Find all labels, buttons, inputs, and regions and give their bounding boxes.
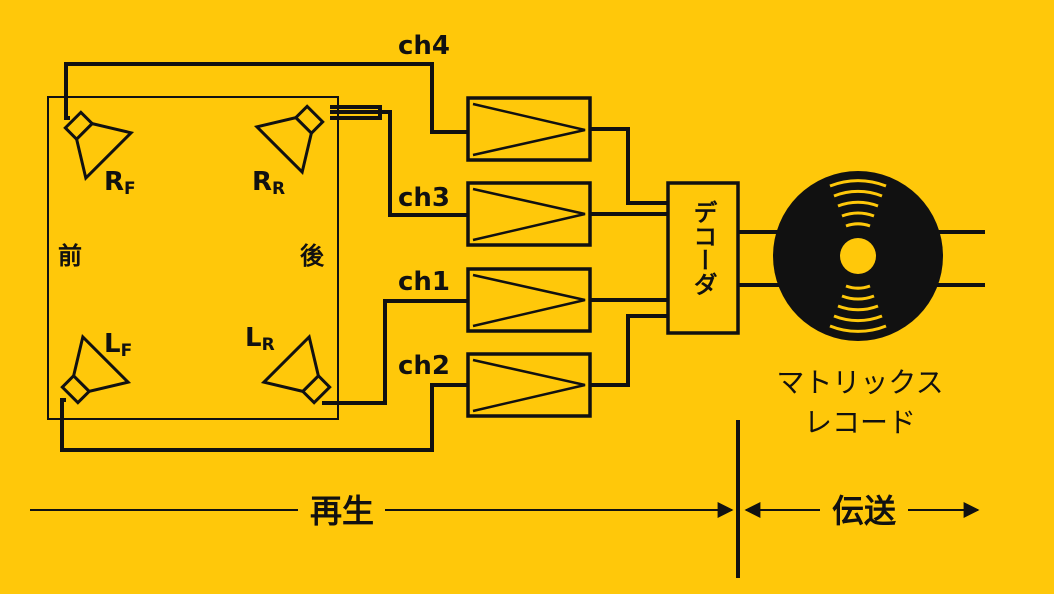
amplifier-ch4 [466,96,592,162]
label-rf: RF [104,167,136,199]
label-lr: LR [245,323,275,355]
label-transmission: 伝送 [832,492,896,530]
label-ch3: ch3 [398,183,450,213]
record-label-line2: レコード [804,406,916,439]
label-ch1: ch1 [398,267,450,297]
decoder-label: デコーダ [689,200,717,296]
amplifier-ch3 [466,181,592,247]
speaker-wires [60,62,468,452]
speaker-lf-icon [60,333,132,405]
speaker-rr-icon [253,104,325,176]
label-rear: 後 [300,242,325,270]
label-ch2: ch2 [398,351,450,381]
record-label-line1: マトリックス [776,366,943,399]
amplifier-ch2 [466,352,592,418]
label-ch4: ch4 [398,31,450,61]
speaker-rf-icon [63,110,135,182]
decoder-wires [590,127,668,387]
label-lf: LF [104,329,132,361]
speaker-lr-icon [260,333,332,405]
label-playback: 再生 [310,492,374,530]
matrix-record-icon [773,171,943,341]
label-front: 前 [58,242,82,270]
label-rr: RR [252,167,285,199]
amplifier-ch1 [466,267,592,333]
listening-room [47,96,339,420]
decoder-box [666,181,740,335]
